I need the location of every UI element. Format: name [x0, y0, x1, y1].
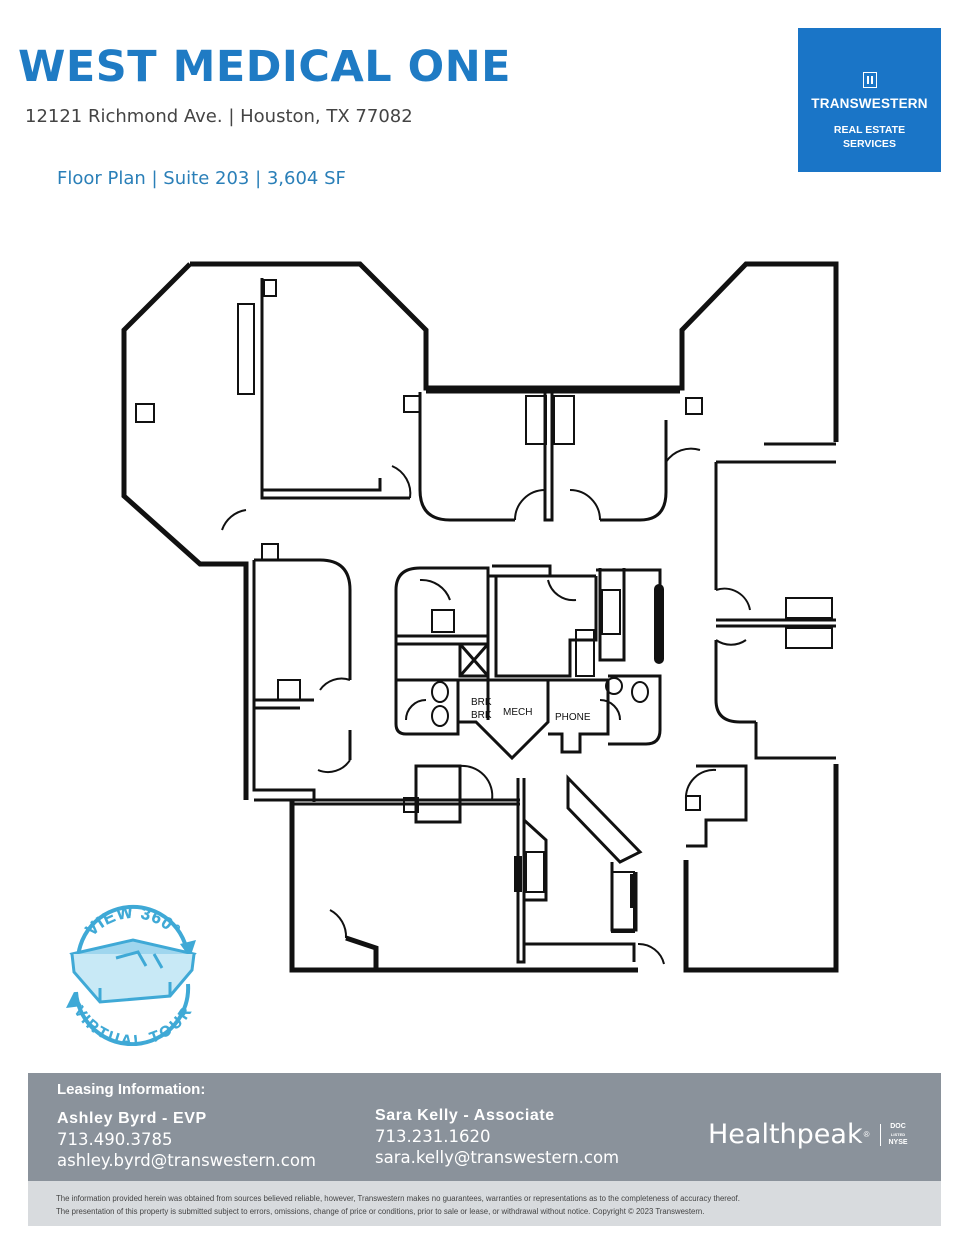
healthpeak-wordmark: Healthpeak [708, 1119, 863, 1150]
floor-plan: BRK BRK MECH PHONE [121, 261, 839, 973]
logo-subtitle-line1: REAL ESTATE [833, 124, 906, 136]
healthpeak-reg: ® [863, 1130, 870, 1139]
contact-phone[interactable]: 713.490.3785 [57, 1130, 173, 1149]
contact-email[interactable]: sara.kelly@transwestern.com [375, 1148, 620, 1167]
transwestern-logo: TRANSWESTERN REAL ESTATE SERVICES [798, 28, 941, 172]
leasing-info-panel: Leasing Information: Ashley Byrd - EVP 7… [28, 1073, 941, 1181]
disclaimer-line-1: The information provided herein was obta… [56, 1194, 740, 1203]
contact-email[interactable]: ashley.byrd@transwestern.com [57, 1151, 316, 1170]
leasing-label: Leasing Information: [57, 1081, 206, 1098]
nyse-ticker: DOC [890, 1122, 906, 1130]
contact-name: Ashley Byrd - EVP [57, 1110, 207, 1127]
transwestern-mark-icon [862, 72, 877, 88]
contact-phone[interactable]: 713.231.1620 [375, 1127, 491, 1146]
label-phone: PHONE [555, 712, 591, 723]
logo-subtitle-line2: SERVICES [843, 138, 896, 150]
page-title: WEST MEDICAL ONE [18, 42, 512, 92]
logo-name: TRANSWESTERN [811, 96, 928, 111]
label-mech: MECH [503, 707, 532, 718]
tour-bottom-text: VIRTUAL TOUR [70, 1003, 194, 1046]
contact-name: Sara Kelly - Associate [375, 1107, 555, 1124]
disclaimer: The information provided herein was obta… [28, 1181, 941, 1226]
healthpeak-logo: Healthpeak ® DOC LISTED NYSE [708, 1119, 908, 1150]
logo-divider [879, 1123, 881, 1146]
svg-text:VIRTUAL TOUR: VIRTUAL TOUR [70, 1003, 195, 1046]
virtual-tour-icon [66, 904, 197, 1046]
nyse-exchange: NYSE [888, 1138, 908, 1146]
floor-plan-label: Floor Plan | Suite 203 | 3,604 SF [57, 168, 346, 189]
contact-card: Sara Kelly - Associate 713.231.1620 sara… [375, 1107, 619, 1167]
nyse-listed: LISTED [890, 1131, 906, 1137]
nyse-listing: DOC LISTED NYSE [889, 1123, 908, 1147]
virtual-tour-badge[interactable]: VIEW 360° VIRTUAL TOUR [58, 896, 208, 1046]
contact-card: Ashley Byrd - EVP 713.490.3785 ashley.by… [57, 1110, 316, 1170]
property-address: 12121 Richmond Ave. | Houston, TX 77082 [25, 106, 413, 127]
label-brk-2: BRK [471, 710, 492, 721]
disclaimer-line-2: The presentation of this property is sub… [56, 1207, 705, 1216]
logo-subtitle: REAL ESTATE SERVICES [798, 123, 941, 151]
label-brk-1: BRK [471, 697, 492, 708]
